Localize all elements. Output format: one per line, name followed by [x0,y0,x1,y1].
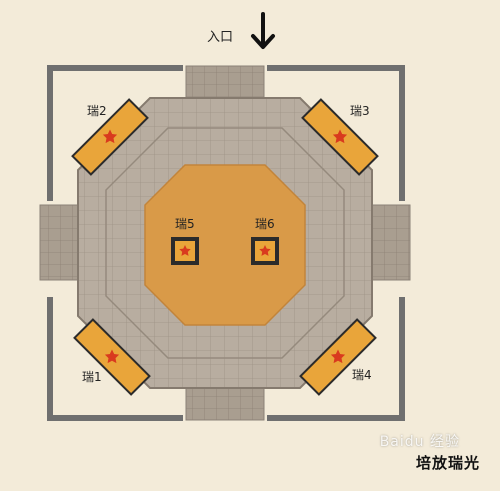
corner-stars [102,129,348,364]
spot-label-5: 瑞5 [175,217,195,231]
spot-label-4: 瑞4 [352,368,372,382]
star-icon [179,245,191,256]
wall-top-left [47,65,183,201]
wall-top-right [267,65,405,201]
star-icon [330,349,346,364]
wall-bottom-left [47,297,183,421]
star-icon [259,245,271,256]
star-icon [332,129,348,144]
entrance-label: 入口 [207,30,234,45]
center-box-s5 [171,237,199,265]
spot-label-1: 瑞1 [82,370,102,384]
star-icon [104,349,120,364]
watermark: Baidu 经验 [379,434,460,450]
star-icon [102,129,118,144]
down-arrow-icon [251,12,275,49]
spot-label-2: 瑞2 [87,104,107,118]
inner-ring [105,127,345,359]
spot-label-3: 瑞3 [350,104,370,118]
center-box-s6 [251,237,279,265]
outer-walls [47,65,405,421]
center-platform [144,164,306,326]
map-title: 培放瑞光 [415,454,480,472]
spot-label-6: 瑞6 [255,217,275,231]
wall-bottom-right [267,297,405,421]
